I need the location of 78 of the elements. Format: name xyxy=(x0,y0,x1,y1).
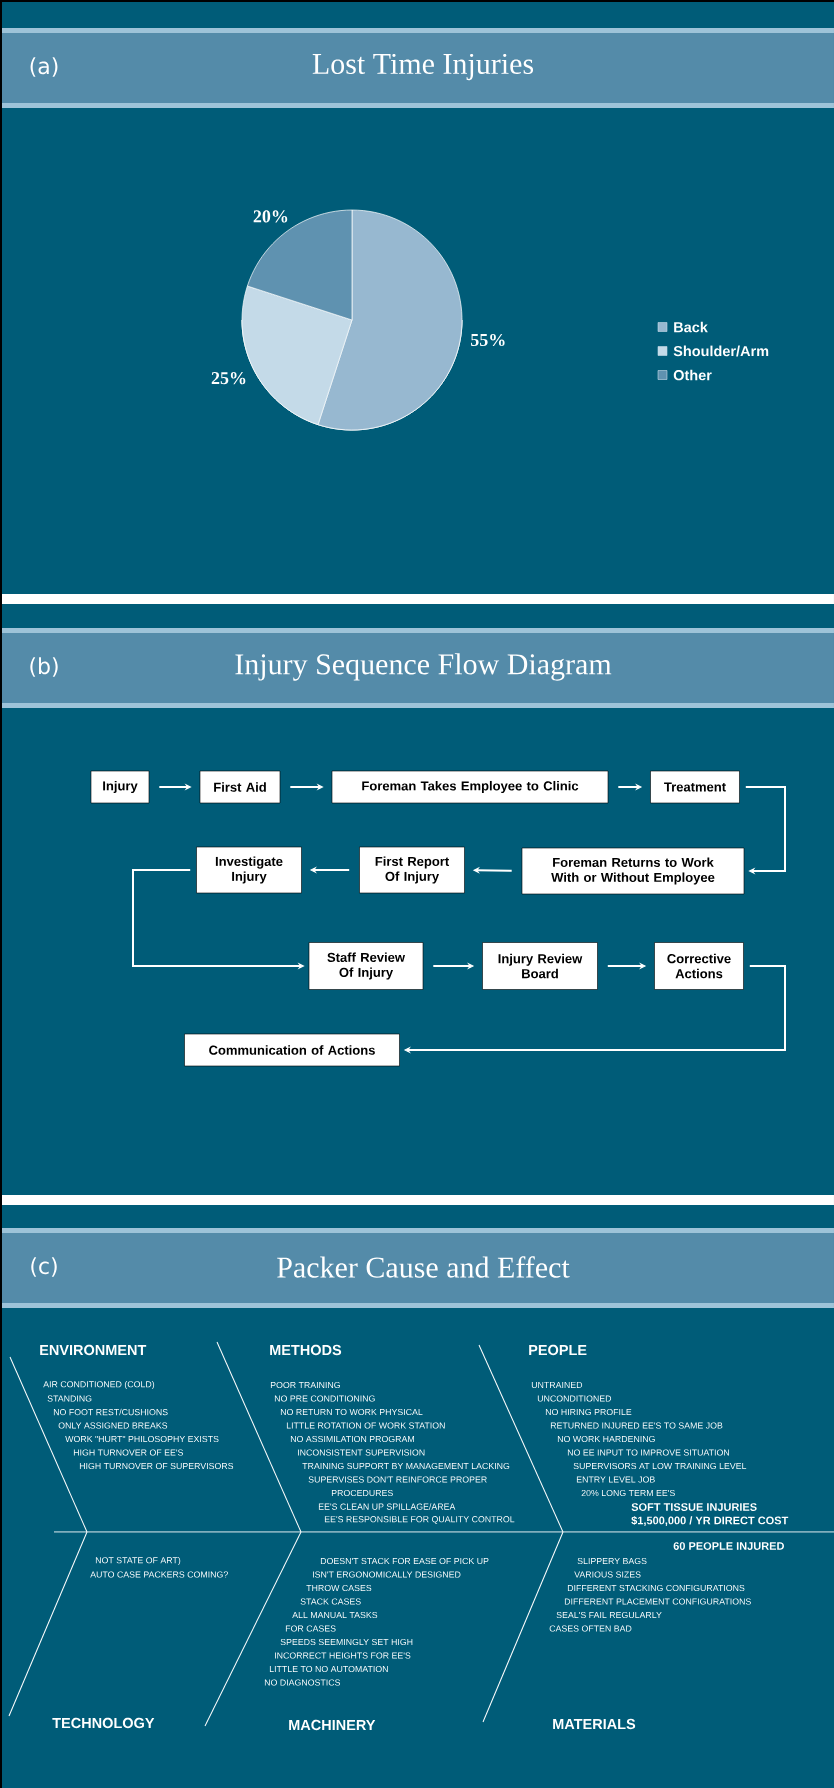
cause-text: SUPERVISORS AT LOW TRAINING LEVEL xyxy=(573,1462,747,1470)
cause-text: NO EE INPUT TO IMPROVE SITUATION xyxy=(567,1449,729,1456)
cause-text: SUPERVISES DON'T REINFORCE PROPER xyxy=(308,1476,487,1483)
effect-text: 60 PEOPLE INJURED xyxy=(673,1542,784,1550)
cause-text: ONLY ASSIGNED BREAKS xyxy=(58,1422,168,1429)
cause-text: NO PRE CONDITIONING xyxy=(274,1395,375,1402)
cause-text: ALL MANUAL TASKS xyxy=(292,1611,378,1619)
cause-text: SPEEDS SEEMINGLY SET HIGH xyxy=(280,1638,413,1646)
process-box: Treatment xyxy=(650,770,740,804)
panel-title: Lost Time Injuries xyxy=(312,53,534,81)
cause-text: LITTLE ROTATION OF WORK STATION xyxy=(286,1422,445,1429)
category-heading: MACHINERY xyxy=(289,1719,376,1731)
effect-text: $1,500,000 / YR DIRECT COST xyxy=(631,1516,789,1526)
cause-text: CASES OFTEN BAD xyxy=(549,1625,632,1632)
cause-text: NO RETURN TO WORK PHYSICAL xyxy=(280,1408,423,1416)
cause-text: DIFFERENT STACKING CONFIGURATIONS xyxy=(567,1584,745,1592)
process-box: Communication of Actions xyxy=(184,1033,400,1067)
cause-text: SEAL'S FAIL REGULARLY xyxy=(556,1611,662,1619)
category-heading: METHODS xyxy=(270,1344,342,1356)
value-label: 55% xyxy=(471,333,505,347)
effect-text: SOFT TISSUE INJURIES xyxy=(631,1503,757,1511)
cause-text: AUTO CASE PACKERS COMING? xyxy=(90,1571,228,1578)
cause-text: NO DIAGNOSTICS xyxy=(264,1679,341,1686)
panel-letter: (a) xyxy=(30,57,58,77)
legend-label: Shoulder/Arm xyxy=(673,345,769,357)
cause-text: UNCONDITIONED xyxy=(537,1395,612,1402)
cause-text: ENTRY LEVEL JOB xyxy=(576,1476,655,1483)
cause-text: NO ASSIMILATION PROGRAM xyxy=(290,1435,414,1443)
cause-text: EE'S CLEAN UP SPILLAGE/AREA xyxy=(318,1503,456,1510)
cause-text: SLIPPERY BAGS xyxy=(577,1557,647,1565)
cause-text: INCONSISTENT SUPERVISION xyxy=(298,1449,425,1456)
legend-label: Other xyxy=(673,369,712,381)
panel-title: Packer Cause and Effect xyxy=(277,1256,570,1278)
cause-text: WORK "HURT" PHILOSOPHY EXISTS xyxy=(65,1435,219,1443)
category-heading: TECHNOLOGY xyxy=(52,1717,155,1729)
cause-text: EE'S RESPONSIBLE FOR QUALITY CONTROL xyxy=(324,1516,515,1524)
process-box: Investigate Injury xyxy=(196,846,302,894)
cause-text: RETURNED INJURED EE'S TO SAME JOB xyxy=(550,1422,723,1429)
cause-text: THROW CASES xyxy=(306,1584,372,1592)
category-heading: PEOPLE xyxy=(529,1344,587,1356)
cause-text: AIR CONDITIONED (COLD) xyxy=(43,1380,155,1390)
process-box: Foreman Takes Employee to Clinic xyxy=(331,770,609,804)
process-box: Foreman Returns to Work With or Without Employee xyxy=(521,847,745,895)
cause-text: TRAINING SUPPORT BY MANAGEMENT LACKING xyxy=(302,1462,510,1470)
process-box: Injury xyxy=(90,770,150,804)
cause-text: ISN'T ERGONOMICALLY DESIGNED xyxy=(313,1571,461,1578)
cause-text: LITTLE TO NO AUTOMATION xyxy=(269,1665,388,1673)
cause-text: INCORRECT HEIGHTS FOR EE'S xyxy=(275,1652,411,1659)
category-heading: ENVIRONMENT xyxy=(40,1344,147,1356)
process-box: Injury Review Board xyxy=(482,942,598,990)
panel-title: Injury Sequence Flow Diagram xyxy=(235,653,612,681)
cause-text: NO FOOT REST/CUSHIONS xyxy=(53,1408,168,1416)
cause-text: POOR TRAINING xyxy=(270,1381,340,1389)
cause-text: NOT STATE OF ART) xyxy=(95,1556,181,1566)
cause-text: FOR CASES xyxy=(285,1625,336,1632)
cause-text: HIGH TURNOVER OF EE'S xyxy=(73,1449,183,1456)
cause-text: HIGH TURNOVER OF SUPERVISORS xyxy=(79,1462,234,1470)
process-box: First Aid xyxy=(199,770,281,804)
process-box: Staff Review Of Injury xyxy=(308,942,424,990)
cause-text: NO WORK HARDENING xyxy=(557,1435,655,1443)
legend-label: Back xyxy=(674,321,708,333)
panel-letter: (b) xyxy=(30,657,58,677)
arrow xyxy=(744,786,786,875)
process-box: Corrective Actions xyxy=(654,942,744,990)
cause-text: UNTRAINED xyxy=(531,1381,583,1389)
process-box: First Report Of Injury xyxy=(359,846,465,894)
cause-text: NO HIRING PROFILE xyxy=(545,1408,632,1416)
cause-text: 20% LONG TERM EE'S xyxy=(581,1489,675,1497)
cause-text: PROCEDURES xyxy=(331,1489,393,1497)
cause-text: DOESN'T STACK FOR EASE OF PICK UP xyxy=(320,1557,489,1565)
cause-text: STANDING xyxy=(47,1395,92,1402)
cause-text: STACK CASES xyxy=(300,1598,361,1605)
panel-letter: (c) xyxy=(31,1257,57,1277)
cause-text: VARIOUS SIZES xyxy=(574,1571,641,1578)
cause-text: DIFFERENT PLACEMENT CONFIGURATIONS xyxy=(564,1598,751,1605)
value-label: 20% xyxy=(253,210,288,223)
category-heading: MATERIALS xyxy=(553,1718,636,1730)
value-label: 25% xyxy=(211,372,246,385)
